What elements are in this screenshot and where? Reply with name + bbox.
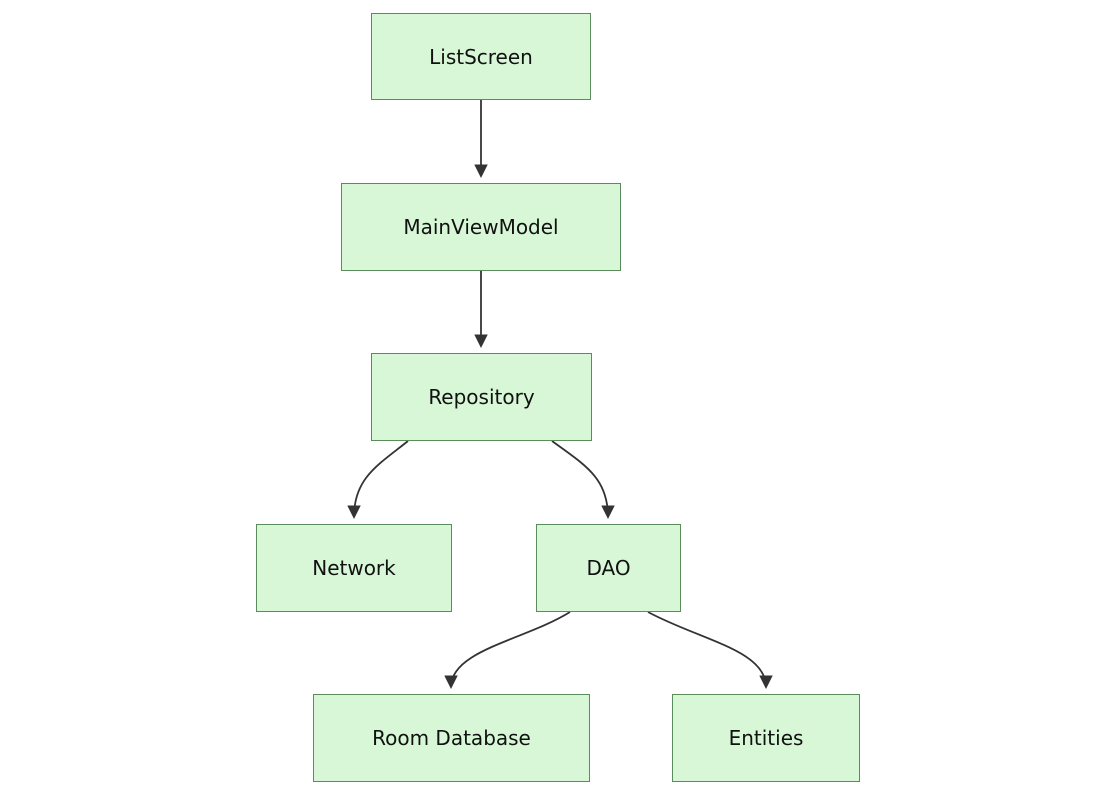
edge-dao-to-entities <box>647 611 773 690</box>
node-dao-label: DAO <box>586 556 631 580</box>
node-entities: Entities <box>672 694 860 782</box>
node-repository: Repository <box>371 353 592 441</box>
node-mainviewmodel: MainViewModel <box>341 183 621 271</box>
node-listscreen: ListScreen <box>371 13 591 100</box>
node-network: Network <box>256 524 452 612</box>
node-mainviewmodel-label: MainViewModel <box>403 215 559 239</box>
node-entities-label: Entities <box>728 726 804 750</box>
edge-repository-to-network <box>347 440 409 520</box>
node-dao: DAO <box>536 524 681 612</box>
node-network-label: Network <box>312 556 396 580</box>
node-roomdatabase: Room Database <box>313 694 590 782</box>
edge-repository-to-dao <box>551 440 615 520</box>
edge-dao-to-roomdatabase <box>444 611 571 690</box>
node-listscreen-label: ListScreen <box>429 44 533 69</box>
node-repository-label: Repository <box>428 385 535 409</box>
node-roomdatabase-label: Room Database <box>372 726 531 750</box>
